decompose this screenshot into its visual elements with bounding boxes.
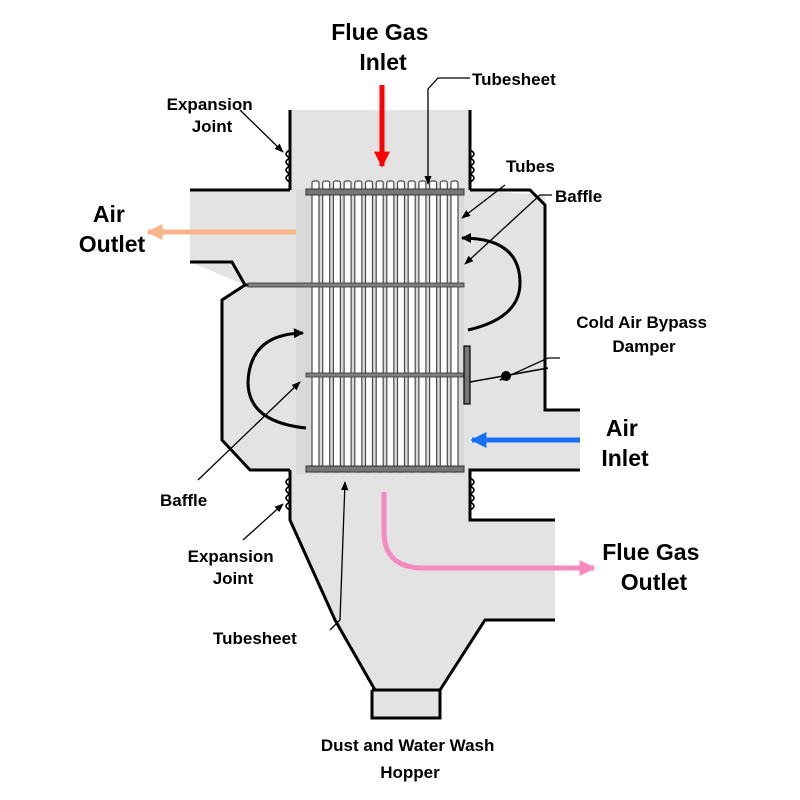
air-flow-curve-left [246,328,307,430]
tube [450,180,459,473]
tubes-label: Tubes [506,157,555,176]
flue-gas-inlet-label: Flue Gas Inlet [331,19,435,75]
expansion-joint-bottom-left [285,477,292,511]
tube [332,180,341,473]
tube [375,180,384,473]
tubesheet-top [305,188,465,196]
tube [386,180,395,473]
vessel-body [190,110,580,718]
tube [364,180,374,473]
expansion-joint-top-left [285,149,292,183]
tubesheet-bottom-label: Tubesheet [213,629,297,648]
air-inlet-label: Air Inlet [601,415,649,471]
cold-air-bypass-damper-label: Cold Air Bypass Damper [576,313,711,356]
tube [322,180,331,473]
tubesheet-top-label: Tubesheet [472,70,556,89]
expansion-joint-top-right [468,149,475,183]
expansion-joint-bottom-label: Expansion Joint [188,547,279,588]
baffle-lower [305,372,467,378]
tube-bundle [311,180,459,473]
tube [396,180,406,473]
flue-gas-outlet-label: Flue Gas Outlet [602,539,706,595]
expansion-joint-bottom-right [468,477,475,511]
flue-gas-outlet-arrow [381,492,596,577]
leader-lines [197,77,560,631]
baffle-upper [247,282,465,288]
tube [418,180,427,473]
tube [311,180,320,473]
tube [407,180,416,473]
expansion-joint-top-label: Expansion Joint [167,95,258,136]
tube [354,180,363,473]
tube [439,180,448,473]
tube [429,180,438,473]
tubesheet-bottom [305,465,465,473]
baffle-left-label: Baffle [160,491,207,510]
baffle-right-label: Baffle [555,187,602,206]
air-flow-curve-right [460,232,522,332]
air-outlet-label: Air Outlet [79,201,146,257]
tube [343,180,352,473]
hopper-label: Dust and Water Wash Hopper [321,736,499,782]
